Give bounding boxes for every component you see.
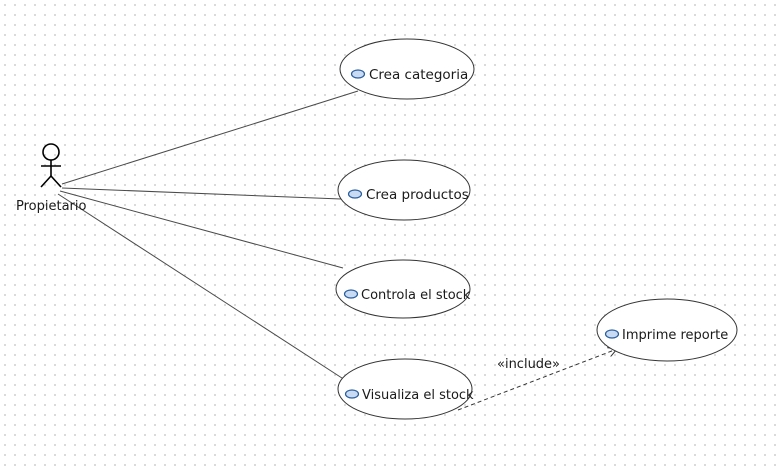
stick-figure-icon <box>40 143 62 188</box>
use-case-label: Visualiza el stock <box>362 388 474 403</box>
use-case-controla-stock[interactable]: Controla el stock <box>335 259 471 319</box>
use-case-imprime-reporte[interactable]: Imprime reporte <box>596 298 738 362</box>
use-case-label: Imprime reporte <box>622 328 728 343</box>
use-case-label: Crea categoria <box>369 67 468 83</box>
use-case-icon <box>343 289 359 299</box>
actor-label: Propietario <box>16 199 87 214</box>
include-label: «include» <box>497 357 560 372</box>
use-case-label: Controla el stock <box>361 288 471 303</box>
use-case-crea-categoria[interactable]: Crea categoria <box>339 38 475 100</box>
use-case-icon <box>350 69 366 79</box>
association-crea-productos[interactable] <box>61 187 342 200</box>
associations <box>57 90 359 381</box>
use-case-label: Crea productos <box>366 187 469 203</box>
use-case-icon <box>344 389 360 399</box>
association-controla-stock[interactable] <box>59 190 344 269</box>
association-crea-categoria[interactable] <box>61 90 359 185</box>
actor-propietario[interactable]: Propietario <box>16 143 87 214</box>
use-case-visualiza-stock[interactable]: Visualiza el stock <box>337 358 474 420</box>
association-visualiza-stock[interactable] <box>57 193 346 381</box>
use-case-crea-productos[interactable]: Crea productos <box>337 159 471 221</box>
include-dependency[interactable]: «include» <box>457 349 617 411</box>
use-case-icon <box>604 329 620 339</box>
use-case-icon <box>347 189 363 199</box>
